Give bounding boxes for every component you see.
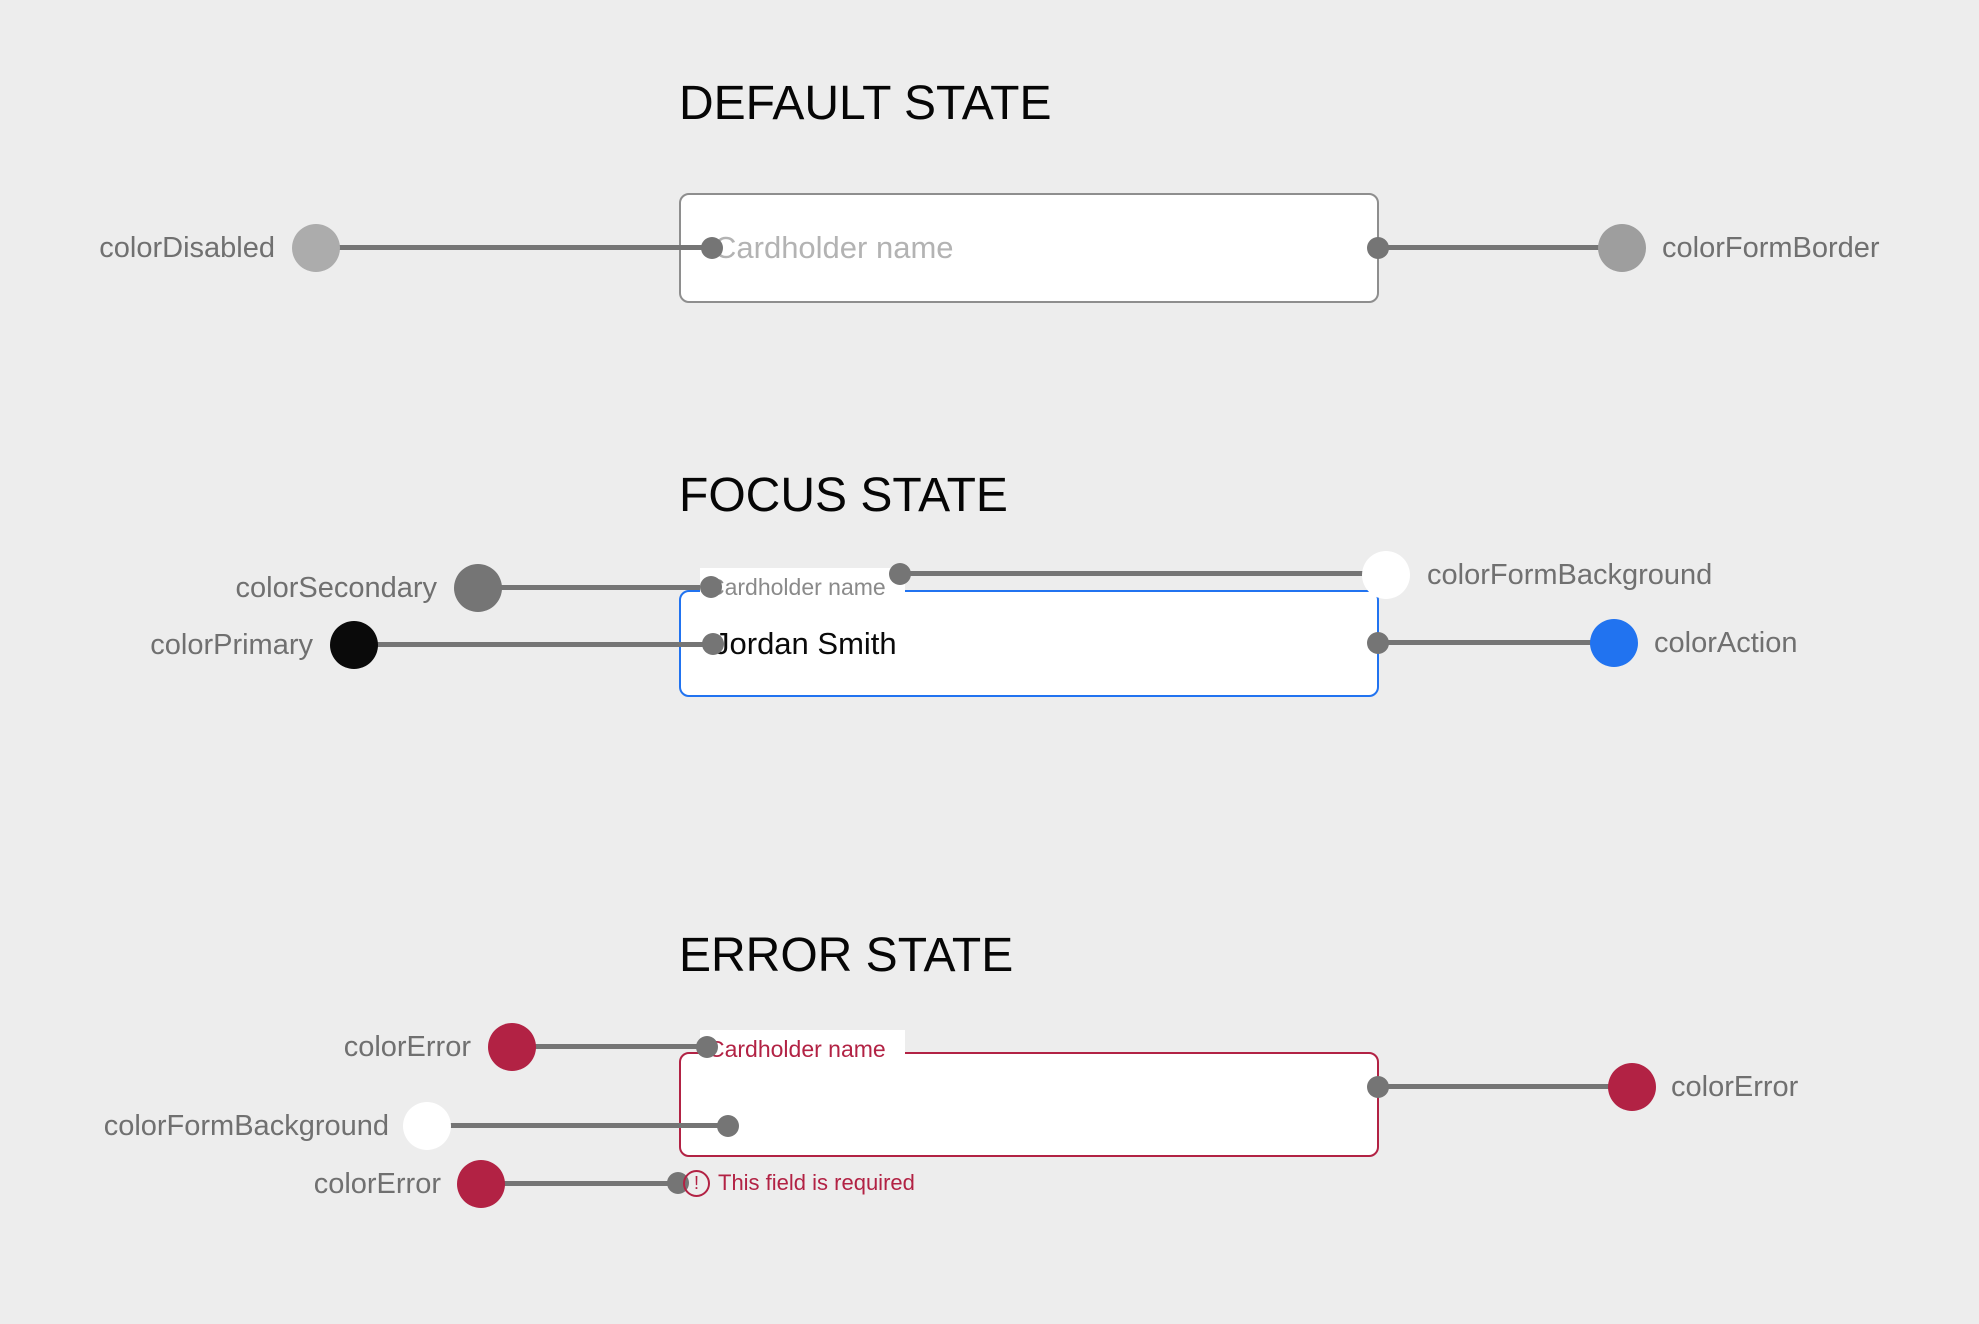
cardholder-field-focus [679, 590, 1379, 697]
connector-dot [1367, 237, 1389, 259]
callout-label-colorFormBackground-error: colorFormBackground [103, 1110, 389, 1142]
error-exclamation-icon: ! [683, 1170, 710, 1197]
color-swatch-form-background [403, 1102, 451, 1150]
error-state-title: ERROR STATE [679, 929, 1014, 982]
callout-label-colorFormBackground: colorFormBackground [1427, 559, 1713, 591]
connector-dot [1367, 1076, 1389, 1098]
connector-dot [702, 633, 724, 655]
connector-line [900, 571, 1386, 576]
color-swatch-form-background [1362, 551, 1410, 599]
color-swatch-action [1590, 619, 1638, 667]
focus-state-title: FOCUS STATE [679, 469, 1008, 522]
cardholder-input-default[interactable] [681, 195, 1377, 301]
color-swatch-form-border [1598, 224, 1646, 272]
connector-line [478, 585, 711, 590]
cardholder-field-error [679, 1052, 1379, 1157]
color-swatch-disabled [292, 224, 340, 272]
cardholder-input-error[interactable] [681, 1054, 1377, 1155]
default-state-title: DEFAULT STATE [679, 77, 1052, 130]
connector-dot [1367, 632, 1389, 654]
connector-dot [717, 1115, 739, 1137]
connector-dot [700, 576, 722, 598]
callout-label-colorError-border: colorError [1671, 1071, 1799, 1103]
color-swatch-error [488, 1023, 536, 1071]
callout-label-colorFormBorder: colorFormBorder [1662, 232, 1880, 264]
callout-label-colorError-label: colorError [343, 1031, 471, 1063]
error-message-text: This field is required [718, 1170, 915, 1195]
callout-label-colorDisabled: colorDisabled [99, 232, 275, 264]
floating-label-focus: Cardholder name [700, 568, 905, 606]
callout-label-colorPrimary: colorPrimary [150, 629, 313, 661]
connector-dot [889, 563, 911, 585]
connector-dot [701, 237, 723, 259]
color-swatch-error [457, 1160, 505, 1208]
connector-dot [696, 1036, 718, 1058]
cardholder-field-default [679, 193, 1379, 303]
connector-line [1378, 245, 1622, 250]
connector-line [512, 1044, 707, 1049]
connector-line [427, 1123, 728, 1128]
cardholder-input-focus[interactable] [681, 592, 1377, 695]
connector-line [1378, 640, 1614, 645]
connector-line [1378, 1084, 1632, 1089]
connector-line [354, 642, 713, 647]
color-swatch-secondary [454, 564, 502, 612]
color-swatch-error [1608, 1063, 1656, 1111]
connector-line [316, 245, 712, 250]
color-swatch-primary [330, 621, 378, 669]
connector-line [481, 1181, 678, 1186]
callout-label-colorSecondary: colorSecondary [235, 572, 438, 604]
callout-label-colorError-message: colorError [313, 1168, 441, 1200]
callout-label-colorAction: colorAction [1654, 627, 1798, 659]
floating-label-error: Cardholder name [700, 1030, 905, 1068]
